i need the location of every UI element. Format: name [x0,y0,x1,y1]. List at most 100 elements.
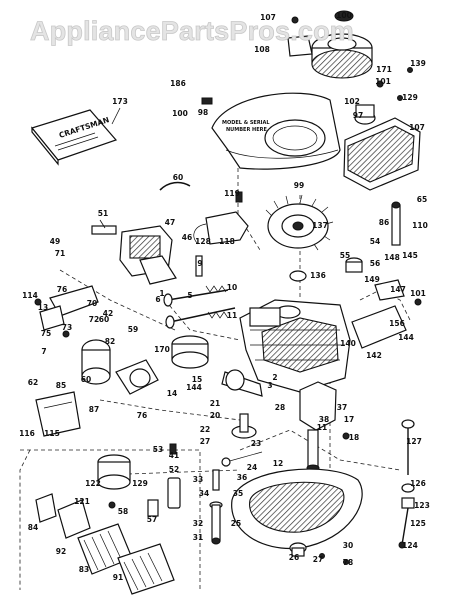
callout-85: 85 [56,381,66,390]
callout-145: 145 [402,251,418,260]
callout-15: 15 [192,375,202,384]
callout-13: 13 [38,303,48,312]
callout-33: 33 [193,475,203,484]
callout-119: 119 [224,189,240,198]
callout-41: 41 [169,451,179,460]
callout-147: 147 [390,285,406,294]
callout-92: 92 [56,547,66,556]
callout-25: 25 [231,519,241,528]
callout-102: 102 [344,97,360,106]
pre-cleaner [117,543,175,595]
fuel-line [159,181,191,191]
callout-137: 137 [312,221,328,230]
callout-1: 1 [159,289,164,298]
right-bracket [351,279,422,349]
callout-56: 56 [370,259,380,268]
callout-27: 27 [313,555,323,564]
callout-129: 129 [402,93,418,102]
callout-22: 22 [200,425,210,434]
callout-11: 11 [317,423,327,432]
fuel-bowl [97,454,131,509]
callout-60: 60 [81,375,91,384]
callout-23: 23 [251,439,261,448]
muffler-guard [35,391,81,437]
callout-78: 78 [343,558,353,567]
callout-118: 118 [219,237,235,246]
callout-136: 136 [310,271,326,280]
callout-101: 101 [375,77,391,86]
callout-82: 82 [105,337,115,346]
air-filter-assembly [35,493,175,595]
callout-60: 60 [99,315,109,324]
callout-30: 30 [343,541,353,550]
callout-142: 142 [366,351,382,360]
gasket-parts [147,443,181,517]
callout-55: 55 [340,251,350,260]
fuel-primer [81,339,159,395]
decal-line-1: MODEL & SERIAL [222,120,270,126]
callout-76: 76 [137,411,147,420]
watermark: AppliancePartsPros.com [30,16,354,46]
callout-24: 24 [247,463,257,472]
callout-73: 73 [62,323,72,332]
crankshaft [299,381,337,472]
breather-parts [289,201,401,282]
callout-170: 170 [154,345,170,354]
callout-116: 116 [19,429,35,438]
callout-36: 36 [237,473,247,482]
callout-12: 12 [273,459,283,468]
callout-171: 171 [376,65,392,74]
callout-173: 173 [112,97,128,106]
callout-97: 97 [353,111,363,120]
callout-49: 49 [50,237,60,246]
callout-70: 70 [87,299,97,308]
decal-line-2: NUMBER HERE [226,127,267,133]
callout-156: 156 [389,319,405,328]
callout-144: 144 [186,383,202,392]
oil-sump-base [231,468,363,565]
callout-128: 128 [195,237,211,246]
piston-assembly [171,335,263,397]
callout-42: 42 [103,309,113,318]
fuel-tank [343,104,421,191]
callout-84: 84 [28,523,38,532]
callout-115: 115 [44,429,60,438]
callout-122: 122 [85,479,101,488]
callout-17: 17 [344,415,354,424]
callout-86: 86 [379,218,389,227]
callout-18: 18 [349,433,359,442]
callout-7: 7 [41,347,46,356]
callout-72: 72 [89,315,99,324]
callout-83: 83 [79,565,89,574]
blower-housing: MODEL & SERIAL NUMBER HERE [201,92,341,170]
control-bracket [34,285,99,338]
callout-101: 101 [410,289,426,298]
callout-53: 53 [153,445,163,454]
callout-87: 87 [89,405,99,414]
callout-54: 54 [370,237,380,246]
callout-62: 62 [28,378,38,387]
callout-108: 108 [254,45,270,54]
callout-129: 129 [132,479,148,488]
callout-140: 140 [340,339,356,348]
callout-98: 98 [198,108,208,117]
air-filter-element [77,523,133,575]
callout-110: 110 [412,221,428,230]
callout-37: 37 [337,403,347,412]
callout-127: 127 [406,437,422,446]
engine-block [239,299,351,393]
callout-3: 3 [267,381,272,390]
callout-2: 2 [272,373,277,382]
callout-149: 149 [364,275,380,284]
carburetor [91,219,177,285]
callout-107: 107 [409,123,425,132]
callout-31: 31 [193,533,203,542]
callout-57: 57 [147,515,157,524]
owner-manual-booklet: CRAFTSMAN [30,107,121,166]
callout-5: 5 [187,291,192,300]
callout-75: 75 [41,329,51,338]
callout-26: 26 [289,553,299,562]
callout-52: 52 [169,465,179,474]
